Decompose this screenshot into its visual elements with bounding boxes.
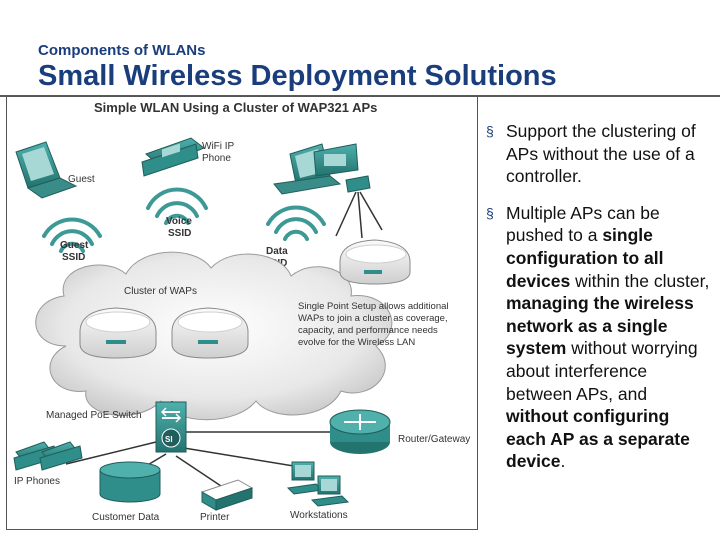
- slide-title: Small Wireless Deployment Solutions: [38, 60, 557, 92]
- data-tripod-icon: [313, 143, 383, 239]
- setup-text-line3: capacity, and performance needs: [298, 325, 438, 336]
- poe-switch-icon: [155, 401, 187, 453]
- bullet-item: § Support the clustering of APs without t…: [486, 120, 714, 188]
- guest-ssid-label-2: SSID: [62, 252, 85, 263]
- cluster-label: Cluster of WAPs: [124, 286, 197, 297]
- bullet-text: managing the wireless network as a singl…: [506, 293, 694, 359]
- wlan-diagram: Simple WLAN Using a Cluster of WAP321 AP…: [6, 96, 478, 530]
- switch-label: Managed PoE Switch: [46, 410, 142, 421]
- workstation-icon: [310, 475, 350, 507]
- bullet-list: § Support the clustering of APs without t…: [486, 120, 714, 487]
- data-ssid-label-1: Data: [266, 246, 288, 257]
- voice-label: Voice: [166, 216, 192, 227]
- workstations-label: Workstations: [290, 510, 348, 521]
- wap-device-icon: [79, 307, 157, 359]
- wifi-ip-label: WiFi IP: [202, 141, 235, 152]
- phone-label: Phone: [202, 153, 231, 164]
- customer-data-label: Customer Data: [92, 512, 160, 523]
- bullet-text: within the cluster,: [570, 270, 710, 291]
- wifi-ip-phone-icon: [141, 137, 205, 177]
- bullet-marker: §: [486, 204, 494, 221]
- printer-label: Printer: [200, 512, 230, 523]
- slide-subtitle: Components of WLANs: [38, 42, 206, 59]
- guest-label: Guest: [68, 174, 95, 185]
- router-label: Router/Gateway: [398, 434, 470, 445]
- guest-wifi-icon: [42, 217, 102, 253]
- bullet-text: single configuration to all devices: [506, 225, 664, 291]
- bullet-text: .: [560, 451, 566, 472]
- guest-ssid-label-1: Guest: [60, 240, 89, 251]
- setup-text-line4: evolve for the Wireless LAN: [298, 337, 415, 348]
- ip-phones-label: IP Phones: [14, 476, 60, 487]
- bullet-text: Support the clustering of APs without th…: [506, 121, 696, 187]
- printer-icon: [200, 479, 254, 511]
- diagram-title: Simple WLAN Using a Cluster of WAP321 AP…: [94, 100, 377, 115]
- router-gateway-icon: [329, 409, 391, 454]
- wap-device-icon: [339, 239, 411, 285]
- ip-phone-icon: [39, 441, 83, 471]
- setup-text-line1: Single Point Setup allows additional: [298, 301, 449, 312]
- customer-data-icon: [99, 461, 161, 503]
- wap-device-icon: [171, 307, 249, 359]
- switch-badge: SI: [165, 435, 173, 444]
- bullet-text: without configuring each AP as a separat…: [506, 406, 690, 472]
- bullet-text: Multiple APs can be pushed to a: [506, 202, 660, 246]
- voice-ssid-label: SSID: [168, 228, 191, 239]
- data-wifi-icon: [266, 205, 326, 241]
- bullet-text: without worrying about interference betw…: [506, 338, 698, 404]
- bullet-marker: §: [486, 123, 494, 139]
- setup-text-line2: WAPs to join a cluster as coverage,: [298, 313, 448, 324]
- guest-laptop-icon: [15, 141, 78, 199]
- bullet-item: § Multiple APs can be pushed to a single …: [486, 202, 714, 473]
- voice-wifi-icon: [146, 187, 208, 225]
